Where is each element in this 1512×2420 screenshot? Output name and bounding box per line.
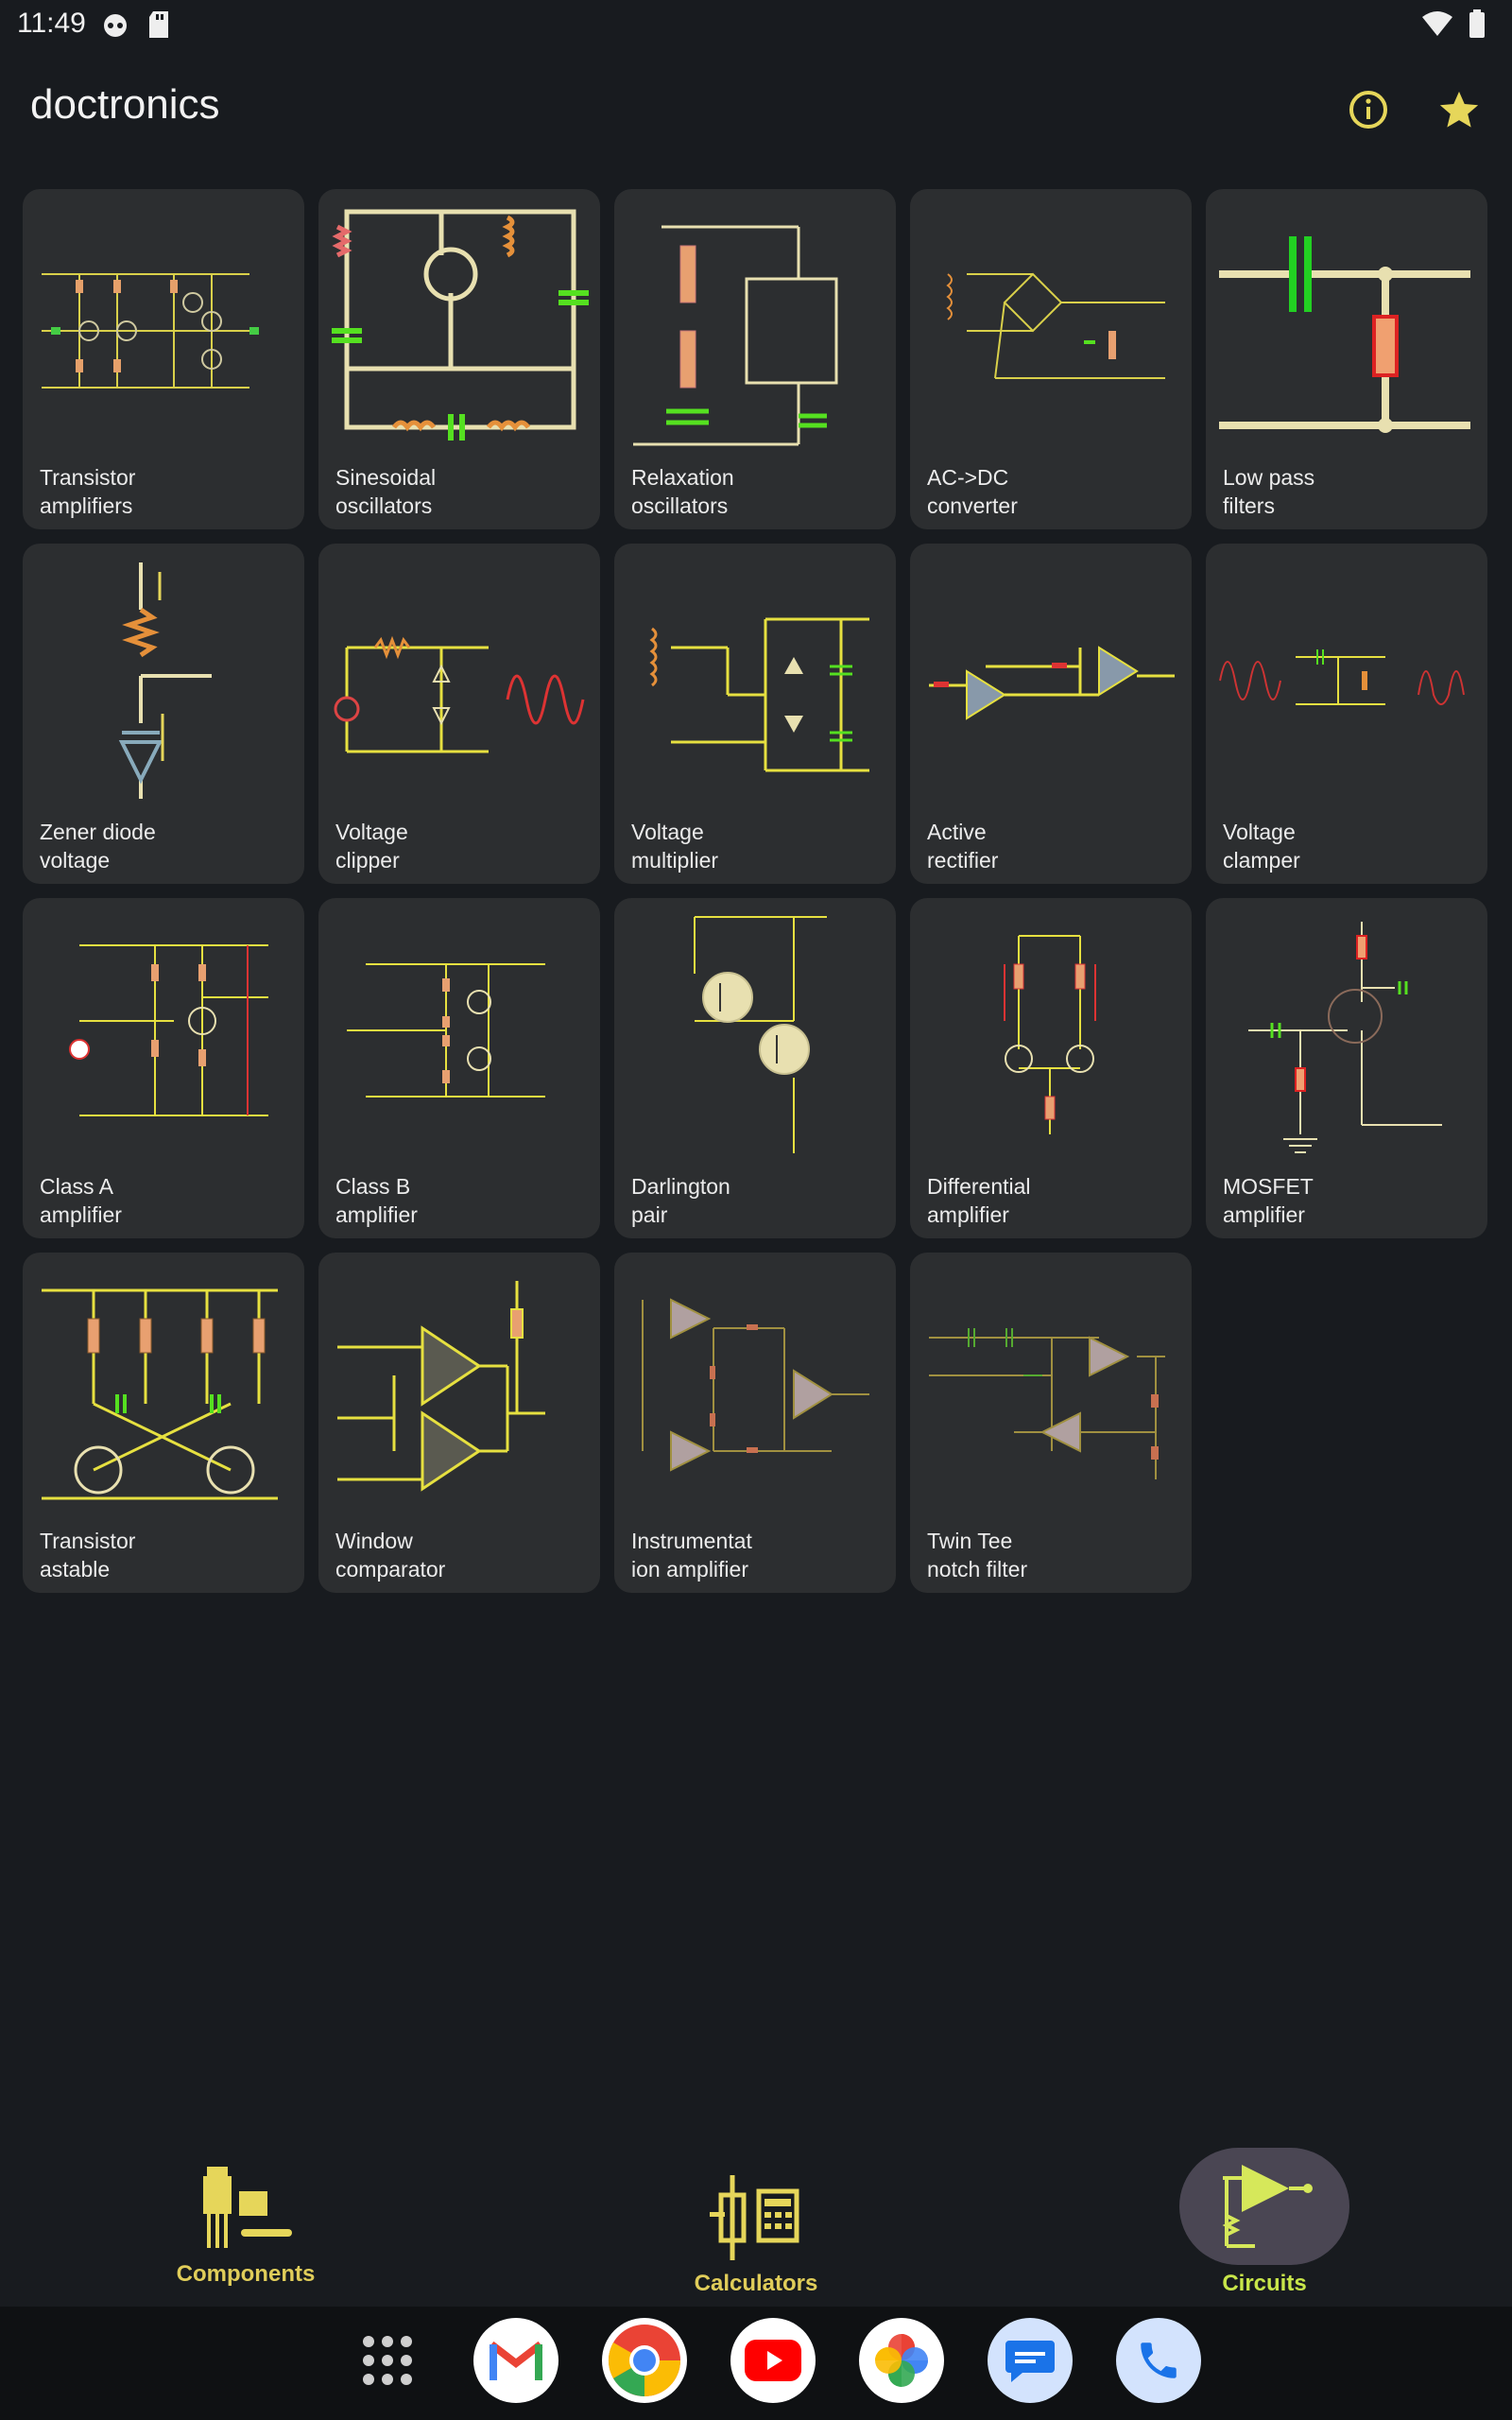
gmail-icon[interactable] (473, 2318, 558, 2403)
tile-label: Transistor astable (40, 1529, 136, 1582)
class-b-amplifier-diagram (347, 963, 545, 1098)
phone-icon[interactable] (1116, 2318, 1201, 2403)
tile-label: Active rectifier (927, 820, 999, 873)
tile-label: Zener diode voltage (40, 820, 156, 873)
class-a-amplifier-diagram (69, 944, 268, 1116)
tile-label: Class B amplifier (335, 1174, 418, 1227)
app-bar: doctronics (0, 66, 1512, 151)
twin-tee-notch-filter-diagram (929, 1328, 1165, 1479)
voltage-clamper-diagram (1219, 649, 1465, 705)
tile-label: Voltage multiplier (631, 820, 719, 873)
transistor-astable-diagram (42, 1288, 278, 1500)
star-icon (1439, 91, 1479, 128)
favorites-button[interactable] (1433, 83, 1486, 136)
mosfet-amplifier-diagram (1248, 922, 1442, 1153)
nav-calculators[interactable]: Calculators (633, 2136, 879, 2307)
tile-sinesoidal-oscillators[interactable]: Sinesoidal oscillators (318, 189, 600, 529)
tile-mosfet-amplifier[interactable]: MOSFET amplifier (1206, 898, 1487, 1238)
android-debug-icon (104, 14, 127, 37)
tile-voltage-clipper[interactable]: Voltage clipper (318, 544, 600, 884)
nav-label-calculators: Calculators (694, 2271, 818, 2296)
tile-label: AC->DC converter (927, 465, 1018, 518)
tile-voltage-clamper[interactable]: Voltage clamper (1206, 544, 1487, 884)
tile-voltage-multiplier[interactable]: Voltage multiplier (614, 544, 896, 884)
ac-dc-converter-diagram (946, 272, 1165, 379)
tile-label: Twin Tee notch filter (927, 1529, 1028, 1582)
bottom-navigation: Components Calculators Circuits (0, 2136, 1512, 2307)
tile-label: Relaxation oscillators (631, 465, 734, 518)
components-icon (203, 2167, 292, 2248)
tile-darlington-pair[interactable]: Darlington pair (614, 898, 896, 1238)
active-rectifier-diagram (929, 646, 1175, 720)
status-time: 11:49 (17, 8, 86, 39)
chrome-icon[interactable] (602, 2318, 687, 2403)
battery-icon (1469, 9, 1485, 38)
info-icon (1349, 91, 1387, 129)
system-taskbar (0, 2307, 1512, 2420)
window-comparator-diagram (337, 1281, 545, 1492)
tile-label: Sinesoidal oscillators (335, 465, 437, 518)
tile-ac-dc-converter[interactable]: AC->DC converter (910, 189, 1192, 529)
sinesoidal-oscillators-diagram (332, 209, 589, 441)
nav-components[interactable]: Components (123, 2136, 369, 2307)
status-bar: 11:49 (0, 0, 1512, 47)
tile-class-b-amplifier[interactable]: Class B amplifier (318, 898, 600, 1238)
app-title: doctronics (30, 81, 220, 128)
tile-label: Darlington pair (631, 1174, 730, 1227)
calculators-icon (710, 2175, 799, 2260)
nav-active-indicator (1179, 2148, 1349, 2265)
nav-label-circuits: Circuits (1222, 2271, 1307, 2296)
tile-label: Instrumentat ion amplifier (631, 1529, 752, 1582)
nav-circuits[interactable]: Circuits (1142, 2136, 1387, 2307)
tile-twin-tee-notch-filter[interactable]: Twin Tee notch filter (910, 1253, 1192, 1593)
app-dock (345, 2318, 1201, 2403)
transistor-amplifiers-diagram (42, 273, 259, 389)
instrumentation-amplifier-diagram (642, 1298, 869, 1472)
darlington-pair-diagram (694, 916, 827, 1153)
zener-diode-voltage-diagram (118, 562, 212, 799)
tile-window-comparator[interactable]: Window comparator (318, 1253, 600, 1593)
low-pass-filters-diagram (1219, 236, 1470, 433)
tile-low-pass-filters[interactable]: Low pass filters (1206, 189, 1487, 529)
wifi-icon (1422, 11, 1452, 36)
tile-label: Voltage clamper (1223, 820, 1300, 873)
differential-amplifier-diagram (1004, 935, 1096, 1134)
tile-transistor-astable[interactable]: Transistor astable (23, 1253, 304, 1593)
info-button[interactable] (1342, 83, 1395, 136)
tile-instrumentation-amplifier[interactable]: Instrumentat ion amplifier (614, 1253, 896, 1593)
sd-card-icon (149, 11, 168, 38)
youtube-icon[interactable] (730, 2318, 816, 2403)
voltage-multiplier-diagram (649, 617, 869, 772)
voltage-clipper-diagram (334, 635, 585, 753)
tile-class-a-amplifier[interactable]: Class A amplifier (23, 898, 304, 1238)
tile-label: Differential amplifier (927, 1174, 1031, 1227)
tile-label: Transistor amplifiers (40, 465, 136, 518)
tile-relaxation-oscillators[interactable]: Relaxation oscillators (614, 189, 896, 529)
nav-label-components: Components (176, 2261, 316, 2287)
tile-label: MOSFET amplifier (1223, 1174, 1314, 1227)
messages-icon[interactable] (988, 2318, 1073, 2403)
photos-icon[interactable] (859, 2318, 944, 2403)
tile-label: Low pass filters (1223, 465, 1315, 518)
tile-label: Window comparator (335, 1529, 446, 1582)
tile-label: Class A amplifier (40, 1174, 122, 1227)
tile-transistor-amplifiers[interactable]: Transistor amplifiers (23, 189, 304, 529)
circuits-icon (1222, 2165, 1313, 2248)
tile-active-rectifier[interactable]: Active rectifier (910, 544, 1192, 884)
tile-zener-diode-voltage[interactable]: Zener diode voltage (23, 544, 304, 884)
relaxation-oscillators-diagram (633, 225, 838, 446)
tile-differential-amplifier[interactable]: Differential amplifier (910, 898, 1192, 1238)
apps-grid-icon[interactable] (345, 2318, 430, 2403)
tile-label: Voltage clipper (335, 820, 408, 873)
